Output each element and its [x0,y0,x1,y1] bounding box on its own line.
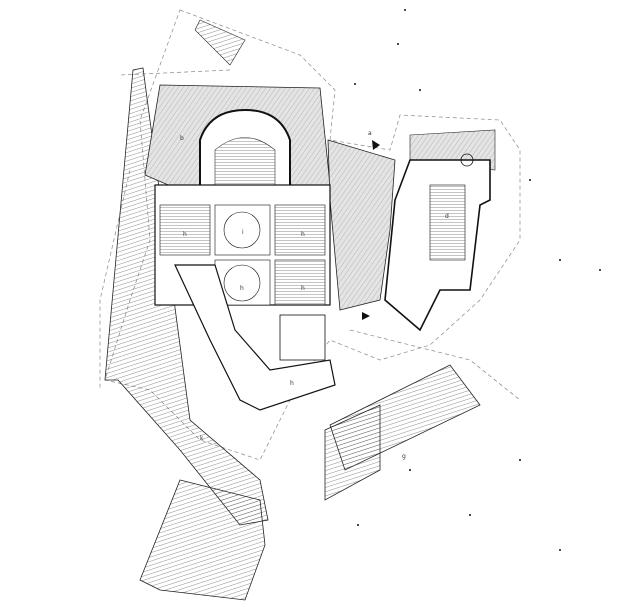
studio-theatre [384,153,491,332]
north-markers [362,140,380,320]
room-label: k [200,435,204,442]
room-label: d [445,213,449,220]
room-label: a [368,130,372,137]
room-label: h [301,231,305,238]
scatter-dots [354,9,601,551]
room-label: h [240,285,244,292]
room-label: h [183,231,187,238]
bottom-right-stairs [324,364,481,501]
room-label: g [402,453,406,460]
main-auditorium [199,108,291,196]
room-label: b [180,135,184,142]
room-label: h [301,285,305,292]
room-label: h [290,380,294,387]
room-labels: h i h h h b d a g k h [180,130,449,460]
entrance-arrow-icon [362,312,370,320]
left-stair-strip [104,19,269,601]
room-label: i [242,229,244,236]
lower-wing [174,264,336,411]
entrance-arrow-icon [372,140,380,150]
hall-block [154,184,331,306]
